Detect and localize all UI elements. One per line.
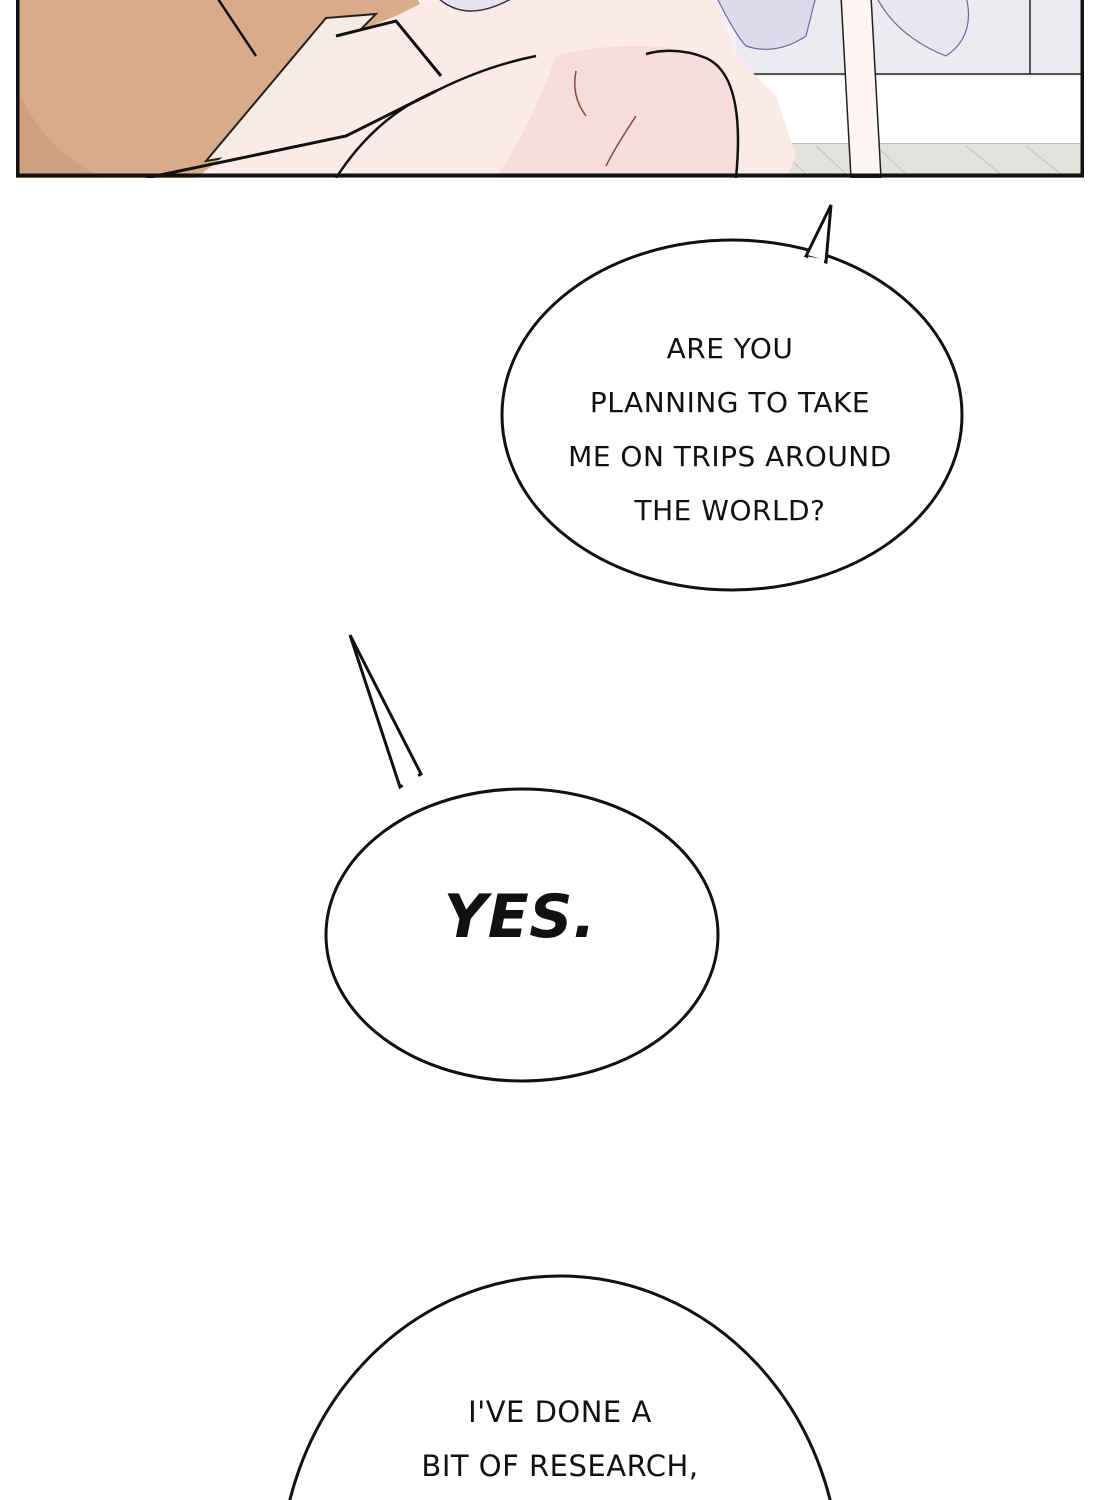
speech-bubble-3-text: I'VE DONE A BIT OF RESEARCH, xyxy=(300,1385,820,1493)
speech-bubble-2-text: YES. xyxy=(330,882,710,952)
dialogue-line: THE WORLD? xyxy=(634,494,826,527)
dialogue-line: I'VE DONE A xyxy=(468,1395,652,1429)
speech-bubble-1-text: ARE YOU PLANNING TO TAKE ME ON TRIPS ARO… xyxy=(520,322,940,538)
dialogue-line: YES. xyxy=(443,882,597,952)
dialogue-line: ARE YOU xyxy=(666,332,794,365)
dialogue-line: PLANNING TO TAKE xyxy=(589,386,871,419)
panel-artwork xyxy=(16,0,1084,178)
speech-bubble-2 xyxy=(324,634,720,1083)
comic-panel xyxy=(16,0,1084,178)
dialogue-line: ME ON TRIPS AROUND xyxy=(568,440,892,473)
dialogue-line: BIT OF RESEARCH, xyxy=(421,1449,699,1483)
